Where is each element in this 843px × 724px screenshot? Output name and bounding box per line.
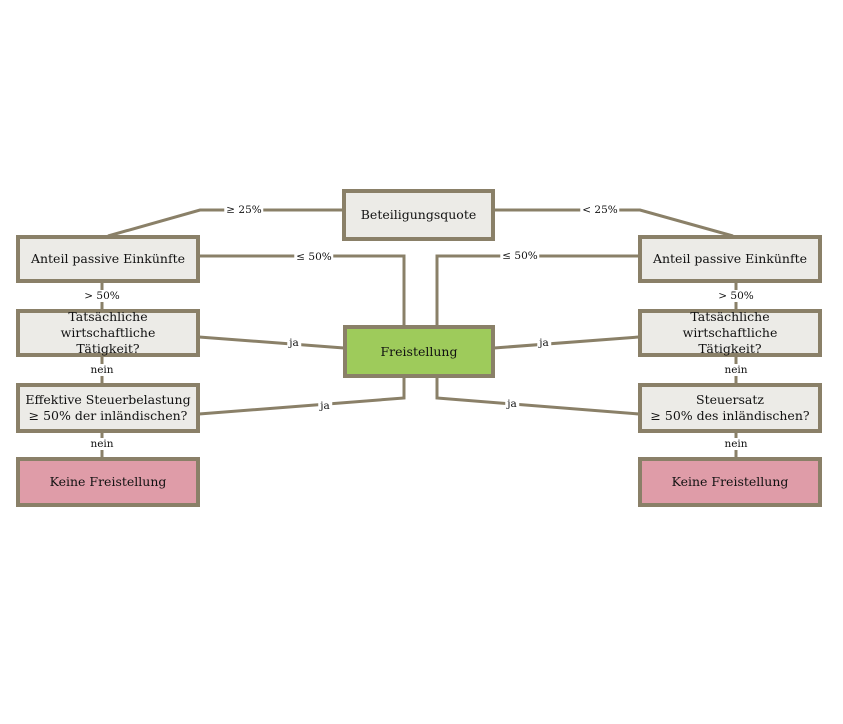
edge-label-left-activity-ja: ja — [287, 337, 301, 349]
connector-root-left — [107, 208, 342, 238]
edge-label-right-tax-nein: nein — [722, 438, 750, 450]
edge-label-right-tax-ja: ja — [505, 398, 519, 410]
edge-label-right-activity-nein: nein — [722, 364, 750, 376]
edge-label-right-gt50: > 50% — [716, 290, 756, 302]
edge-label-left-le50: ≤ 50% — [294, 251, 334, 263]
node-right-no-exemption: Keine Freistellung — [638, 457, 822, 507]
edge-label-right-activity-ja: ja — [537, 337, 551, 349]
edge-label-left-tax-nein: nein — [88, 438, 116, 450]
edge-label-left-gt50: > 50% — [82, 290, 122, 302]
node-right-passive-income: Anteil passive Einkünfte — [638, 235, 822, 283]
connector-right-tax-center — [435, 377, 640, 416]
connector-left-tax-center — [198, 377, 406, 416]
connector-right-passive-center — [435, 254, 639, 326]
node-freistellung: Freistellung — [343, 325, 495, 378]
node-right-tax-rate: Steuersatz ≥ 50% des inländischen? — [638, 383, 822, 433]
edge-label-ge25: ≥ 25% — [224, 204, 264, 216]
connector-right-activity-center — [493, 335, 640, 350]
edge-label-left-tax-ja: ja — [318, 400, 332, 412]
edge-label-right-le50: ≤ 50% — [500, 250, 540, 262]
connector-root-right — [494, 208, 734, 238]
node-left-passive-income: Anteil passive Einkünfte — [16, 235, 200, 283]
edge-label-lt25: < 25% — [580, 204, 620, 216]
node-left-effective-tax: Effektive Steuerbelastung ≥ 50% der inlä… — [16, 383, 200, 433]
node-beteiligungsquote: Beteiligungsquote — [342, 189, 495, 241]
node-left-economic-activity: Tatsächliche wirtschaftliche Tätigkeit? — [16, 309, 200, 357]
node-right-economic-activity: Tatsächliche wirtschaftliche Tätigkeit? — [638, 309, 822, 357]
edge-label-left-activity-nein: nein — [88, 364, 116, 376]
connector-left-passive-center — [199, 254, 406, 326]
connector-left-activity-center — [198, 335, 345, 350]
node-left-no-exemption: Keine Freistellung — [16, 457, 200, 507]
